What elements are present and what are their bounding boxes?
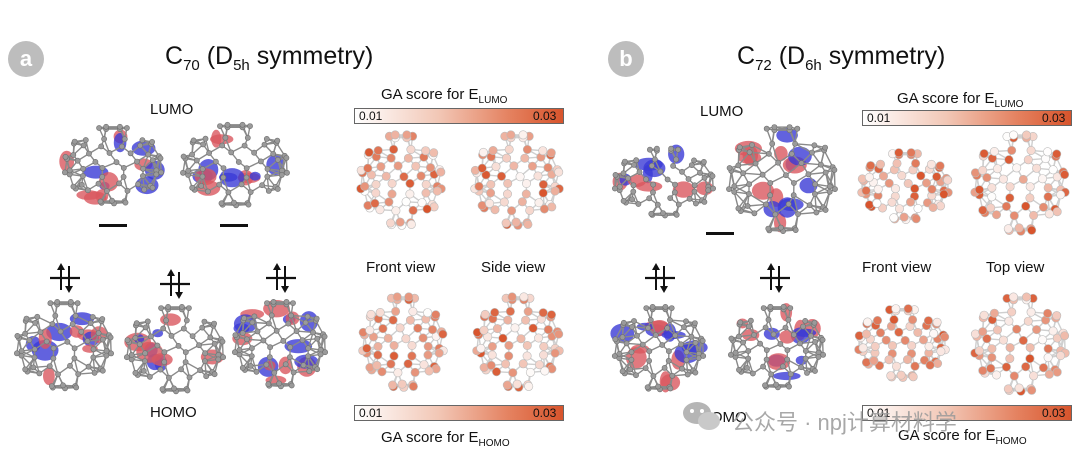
panel-a-lumo-label: LUMO — [150, 101, 194, 118]
spin-pair-icon — [266, 263, 296, 293]
scale-bar — [99, 224, 127, 227]
molecule-c72-homo-1 — [610, 304, 708, 393]
panel-b-badge: b — [608, 41, 644, 77]
top-view-label: Top view — [986, 259, 1045, 276]
panel-a-badge: a — [8, 41, 44, 77]
molecule-c72-lumo-1 — [612, 144, 716, 219]
ga-score-homo-top — [970, 292, 1070, 396]
cbar-min-tick: 0.01 — [359, 406, 383, 420]
cbar-homo-label: GA score for EHOMO — [381, 429, 510, 449]
molecule-c72-homo-2 — [728, 303, 826, 391]
molecule-c70-lumo-1 — [59, 123, 165, 207]
cbar-lumo-label: GA score for ELUMO — [381, 86, 508, 106]
front-view-label: Front view — [366, 259, 436, 276]
cbar-min-tick: 0.01 — [359, 109, 383, 123]
spin-pair-icon — [760, 263, 790, 293]
colorbar-lumo — [354, 108, 564, 124]
molecule-c70-homo-2 — [124, 304, 226, 395]
panel-b-title: C72 (D6h symmetry) — [737, 42, 946, 74]
panel-b-lumo-label: LUMO — [700, 103, 744, 120]
cbar-max-tick: 0.03 — [1042, 406, 1066, 420]
spin-pair-icon — [160, 269, 190, 299]
scale-bar — [220, 224, 248, 227]
molecule-c70-lumo-2 — [180, 121, 290, 209]
front-view-label: Front view — [862, 259, 932, 276]
cbar-lumo-label: GA score for ELUMO — [897, 90, 1024, 110]
colorbar-lumo — [862, 110, 1072, 126]
ga-score-lumo-front — [356, 130, 446, 230]
cbar-max-tick: 0.03 — [533, 109, 557, 123]
panel-a-title: C70 (D5h symmetry) — [165, 42, 374, 74]
cbar-max-tick: 0.03 — [1042, 111, 1066, 125]
ga-score-lumo-side — [470, 130, 564, 230]
ga-score-homo-front — [854, 304, 950, 382]
spin-pair-icon — [645, 263, 675, 293]
ga-score-homo-front — [358, 292, 448, 392]
spin-pair-icon — [50, 263, 80, 293]
cbar-min-tick: 0.01 — [867, 406, 891, 420]
molecule-c72-lumo-2 — [726, 124, 838, 234]
colorbar-homo — [354, 405, 564, 421]
ga-score-lumo-front — [857, 148, 953, 225]
cbar-min-tick: 0.01 — [867, 111, 891, 125]
ga-score-homo-side — [472, 292, 564, 392]
wechat-icon — [683, 402, 720, 430]
panel-a-homo-label: HOMO — [150, 404, 197, 421]
colorbar-homo — [862, 405, 1072, 421]
cbar-homo-label: GA score for EHOMO — [898, 427, 1027, 447]
watermark-text: 公众号 · npj计算材料学 — [732, 410, 957, 435]
molecule-c70-homo-1 — [14, 299, 114, 392]
side-view-label: Side view — [481, 259, 546, 276]
molecule-c70-homo-3 — [232, 299, 328, 390]
ga-score-lumo-top — [970, 130, 1070, 236]
scale-bar — [706, 232, 734, 235]
cbar-max-tick: 0.03 — [533, 406, 557, 420]
